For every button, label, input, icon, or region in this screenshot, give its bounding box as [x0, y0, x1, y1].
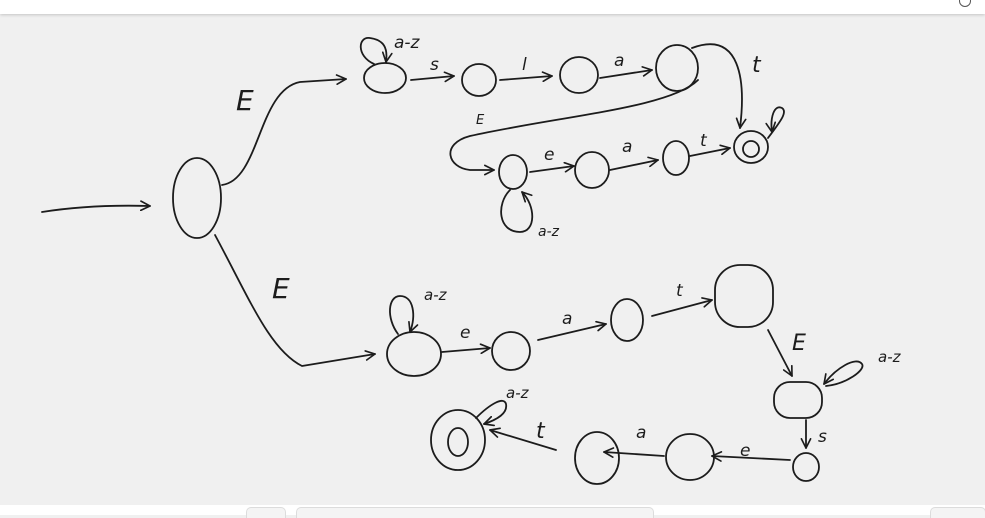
label-top-s: s [430, 55, 439, 75]
edge-b6-b7 [711, 451, 791, 462]
loop-t1 [359, 37, 393, 65]
state-b2 [491, 331, 531, 371]
label-top-eps: E [476, 113, 485, 128]
edge-t1-t2 [410, 71, 455, 83]
edge-b3-b4 [651, 297, 713, 317]
label-bot-eps: E [792, 331, 806, 356]
label-top2-e: e [544, 145, 554, 165]
loop-b1 [389, 295, 419, 335]
loop-b5 [823, 360, 864, 387]
label-top2-loop: a-z [538, 224, 560, 240]
state-top-final-inner [742, 140, 760, 158]
edge-b2-b3 [537, 320, 607, 341]
edge-t2-t3 [499, 71, 553, 83]
edge-b4-b5 [767, 329, 793, 377]
state-b1 [386, 331, 442, 377]
label-top-a: a [614, 51, 624, 71]
state-b7 [665, 433, 715, 481]
state-b3 [610, 298, 644, 342]
state-t1 [363, 62, 407, 94]
label-bot-a: a [562, 309, 572, 329]
label-bot-s: s [818, 427, 827, 447]
state-b5 [773, 381, 823, 419]
state-bottom-final-inner [447, 427, 469, 457]
label-bot-e: e [460, 323, 470, 343]
state-t5 [498, 154, 528, 190]
label-top-l: l [522, 55, 527, 75]
edge-b1-b2 [441, 343, 491, 355]
label-eps-upper: E [236, 84, 254, 117]
state-top-final-outer [733, 130, 769, 164]
loop-t5 [500, 189, 534, 233]
bottom-tab-2[interactable] [296, 507, 654, 518]
label-bot-a2: a [636, 423, 646, 443]
edge-t5-t6 [529, 161, 575, 173]
label-top-loop-1: a-z [394, 33, 421, 53]
state-b6 [792, 452, 820, 482]
state-start [172, 157, 222, 239]
edge-t7-final [689, 144, 731, 157]
loop-bottom-final [475, 399, 508, 427]
label-top2-t: t [700, 131, 708, 151]
bottom-tab-3[interactable] [930, 507, 985, 518]
edge-b8-final [489, 427, 557, 451]
label-top-t: t [752, 53, 762, 78]
label-bot-loop-1: a-z [424, 286, 448, 304]
label-eps-lower: E [272, 272, 290, 305]
edge-t6-t7 [609, 156, 659, 171]
label-top2-a: a [622, 137, 632, 157]
edge-t3-t4 [599, 66, 653, 79]
start-arrow [41, 200, 151, 213]
edge-t4-final [691, 43, 747, 129]
label-bot-t: t [676, 281, 684, 301]
label-bot-e2: e [740, 441, 750, 461]
edge-start-top [221, 74, 347, 186]
top-toolbar [0, 0, 985, 14]
loop-top-final [765, 106, 785, 139]
state-b4 [714, 264, 774, 328]
state-t4 [655, 44, 699, 92]
state-t2 [461, 63, 497, 97]
bottom-tab-1[interactable] [246, 507, 286, 518]
label-bot-t2: t [536, 419, 546, 444]
edge-t4-eps [449, 79, 699, 176]
label-bot-loop-2: a-z [878, 348, 902, 366]
state-t3 [559, 56, 599, 94]
edge-start-bottom [214, 234, 376, 367]
edge-b7-b8 [603, 447, 665, 459]
state-bottom-final-outer [430, 409, 486, 471]
state-b8 [574, 431, 620, 485]
label-bot-loop-3: a-z [506, 384, 530, 402]
state-t6 [574, 151, 610, 189]
state-t7 [662, 140, 690, 176]
